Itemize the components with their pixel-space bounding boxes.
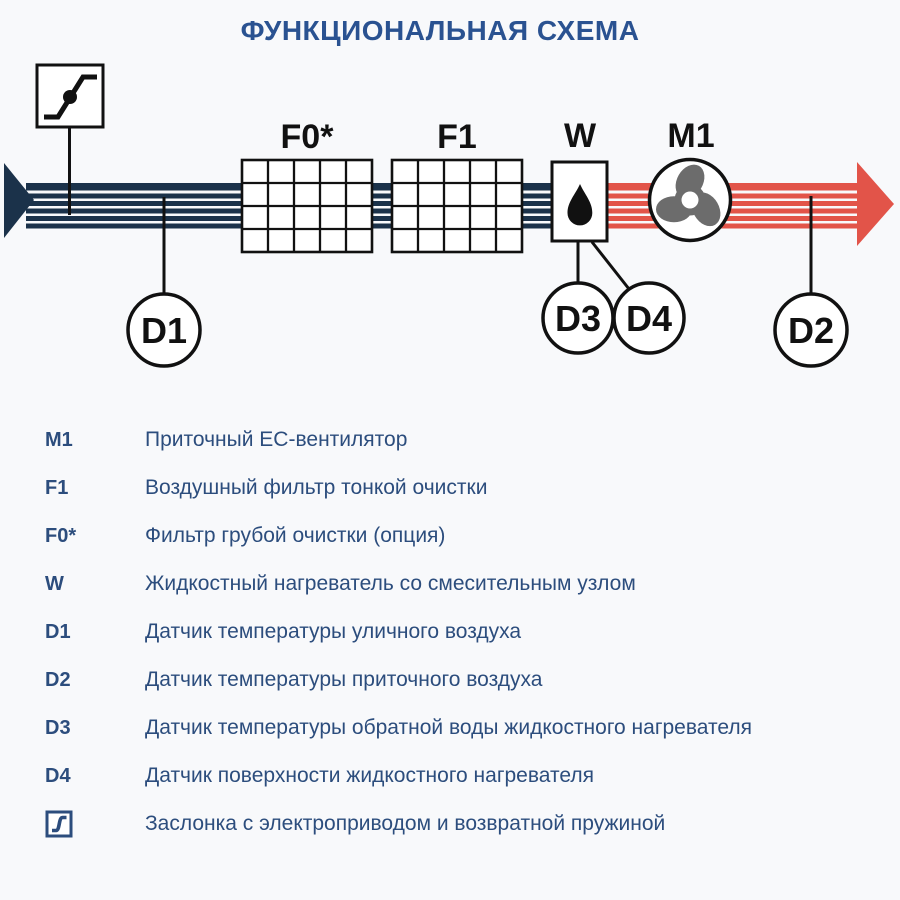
fan-m1 [647, 157, 733, 243]
sensor-d1: D1 [126, 292, 202, 368]
legend-key: F1 [45, 476, 69, 499]
legend-key: D2 [45, 668, 71, 691]
legend-row-d3: D3 Датчик температуры обратной воды жидк… [45, 704, 860, 752]
legend-row-m1: M1 Приточный EC-вентилятор [45, 416, 860, 464]
sensor-d2: D2 [773, 292, 849, 368]
legend-description: Заслонка с электроприводом и возвратной … [145, 812, 666, 835]
label-d1: D1 [141, 310, 187, 351]
legend-description: Фильтр грубой очистки (опция) [145, 524, 446, 547]
legend-key [45, 810, 145, 838]
component-labels: F0* F1 W M1 [281, 117, 715, 156]
legend-key: D3 [45, 716, 71, 739]
legend: M1 Приточный EC-вентилятор F1 Воздушный … [45, 416, 860, 848]
sensor-circles: D1 D3 D4 D2 [126, 281, 849, 368]
legend-description: Воздушный фильтр тонкой очистки [145, 476, 488, 499]
airflow-inlet-arrow [4, 163, 34, 238]
water-heater [550, 160, 609, 243]
label-d2: D2 [788, 310, 834, 351]
legend-row-damper: Заслонка с электроприводом и возвратной … [45, 800, 860, 848]
legend-key: W [45, 572, 64, 595]
sensor-d3: D3 [541, 281, 615, 355]
label-f1: F1 [437, 118, 477, 156]
functional-schematic: F0* F1 W M1 D1 D3 D4 D2 [4, 63, 894, 368]
page-title: ФУНКЦИОНАЛЬНАЯ СХЕМА [240, 15, 640, 46]
legend-key: M1 [45, 428, 73, 451]
legend-description: Датчик температуры приточного воздуха [145, 668, 543, 691]
label-m1: M1 [667, 117, 714, 155]
legend-row-f0: F0* Фильтр грубой очистки (опция) [45, 512, 860, 560]
fan-blades-icon [655, 164, 721, 227]
legend-description: Датчик температуры уличного воздуха [145, 620, 522, 643]
legend-row-d2: D2 Датчик температуры приточного воздуха [45, 656, 860, 704]
legend-key: F0* [45, 524, 77, 547]
legend-key: D4 [45, 764, 71, 787]
sensor-connector-lines [162, 196, 813, 294]
label-d4: D4 [626, 298, 672, 339]
legend-description: Датчик температуры обратной воды жидкост… [145, 716, 752, 739]
water-drop-icon [567, 184, 593, 226]
label-f0: F0* [281, 118, 335, 156]
legend-row-f1: F1 Воздушный фильтр тонкой очистки [45, 464, 860, 512]
label-w: W [564, 117, 597, 155]
legend-row-w: W Жидкостный нагреватель со смесительным… [45, 560, 860, 608]
sensor-d4: D4 [612, 281, 686, 355]
airflow-outlet-arrow [857, 162, 894, 246]
damper-icon [45, 810, 73, 838]
legend-row-d1: D1 Датчик температуры уличного воздуха [45, 608, 860, 656]
damper-icon [35, 63, 105, 215]
legend-description: Приточный EC-вентилятор [145, 428, 408, 451]
legend-description: Жидкостный нагреватель со смесительным у… [145, 572, 636, 595]
filter-f1 [390, 158, 524, 254]
filter-f0 [240, 158, 374, 254]
legend-row-d4: D4 Датчик поверхности жидкостного нагрев… [45, 752, 860, 800]
legend-description: Датчик поверхности жидкостного нагревате… [145, 764, 594, 787]
legend-key: D1 [45, 620, 71, 643]
label-d3: D3 [555, 298, 601, 339]
